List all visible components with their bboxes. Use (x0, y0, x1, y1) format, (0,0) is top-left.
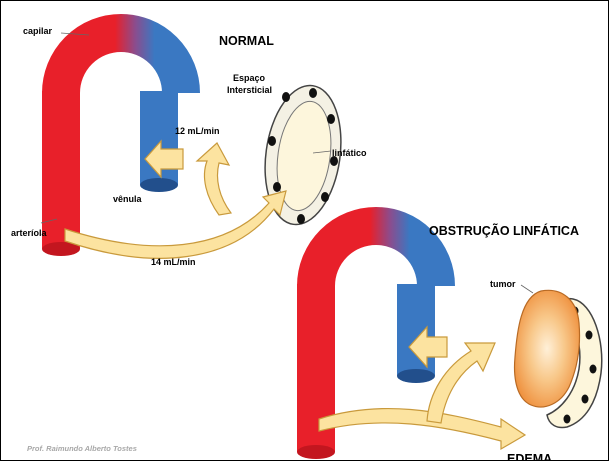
venule-opening-normal (140, 178, 178, 192)
label-espaco-intersticial-1: Espaço (233, 73, 266, 83)
leader-tumor (521, 285, 533, 293)
arteriole-tube-normal (42, 91, 80, 249)
label-flow-out: 12 mL/min (175, 126, 220, 136)
capillary-tube-obstruction (316, 226, 436, 286)
label-tumor: tumor (490, 279, 516, 289)
filtration-arrow-normal (65, 191, 286, 258)
venule-tube-obstruction (397, 284, 435, 376)
label-flow-in: 14 mL/min (151, 257, 196, 267)
obstruction-title: OBSTRUÇÃO LINFÁTICA (429, 223, 579, 238)
venule-opening-obstruction (397, 369, 435, 383)
label-edema: EDEMA (507, 452, 552, 460)
tumor-mass (515, 290, 580, 407)
label-arteriola: arteríola (11, 228, 48, 238)
interstitial-arrow-normal (197, 143, 231, 215)
label-capilar: capilar (23, 26, 53, 36)
label-venula: vênula (113, 194, 143, 204)
label-linfatico: linfático (332, 148, 367, 158)
arteriole-opening-obstruction (297, 445, 335, 459)
obstruction-diagram: OBSTRUÇÃO LINFÁTICA tumor EDEMA (297, 223, 602, 460)
capillary-tube-normal (61, 33, 181, 93)
normal-diagram: NORMAL capilar Espaço Intersticial 12 mL… (11, 26, 367, 267)
normal-title: NORMAL (219, 34, 274, 48)
author-credit: Prof. Raimundo Alberto Tostes (27, 444, 137, 453)
edema-arrow (319, 409, 525, 449)
label-espaco-intersticial-2: Intersticial (227, 85, 272, 95)
